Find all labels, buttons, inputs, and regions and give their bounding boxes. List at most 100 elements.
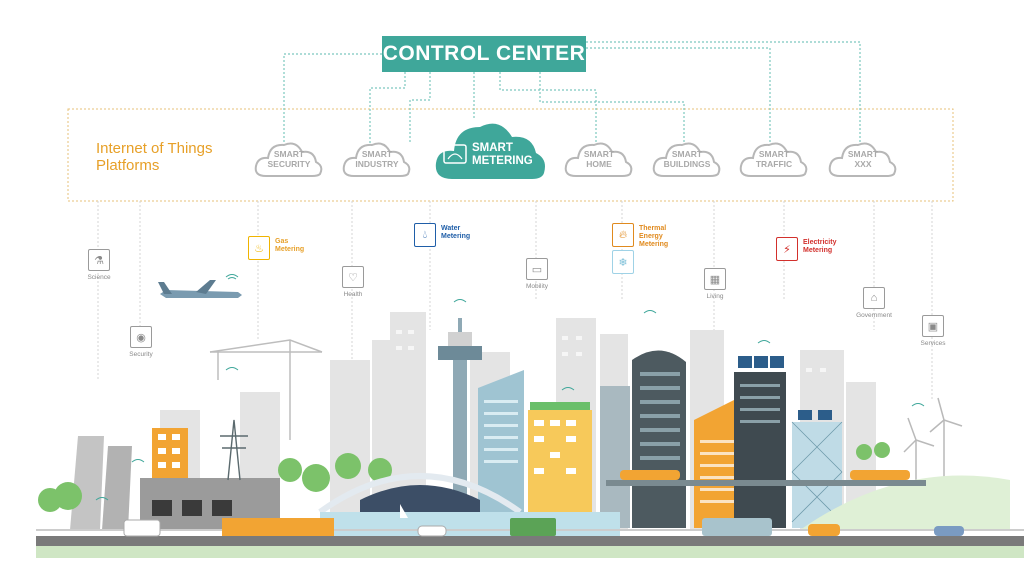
building-icon: ▦ — [704, 268, 726, 290]
metering-line2: Metering — [441, 233, 471, 240]
bridge-arch — [318, 473, 522, 515]
control-connectors — [283, 41, 861, 143]
service-label: Mobility — [525, 283, 549, 290]
power-pylon — [220, 419, 248, 481]
cloud-line2: INDUSTRY — [355, 159, 399, 169]
cloud-shape — [342, 142, 411, 177]
river — [320, 512, 620, 536]
cloud-shape — [828, 142, 897, 177]
grey-building — [600, 386, 630, 528]
observation-tower — [438, 318, 482, 508]
cloud-line1: SMART — [758, 149, 790, 159]
service-security[interactable]: ◉ Security — [126, 326, 156, 358]
control-center-label: CONTROL CENTER — [382, 42, 586, 65]
metering-line1: Electricity — [803, 239, 837, 246]
dark-tower — [632, 350, 686, 528]
cloud-line2: BUILDINGS — [663, 159, 711, 169]
trees — [38, 442, 890, 512]
metering-line1: Thermal — [639, 225, 667, 232]
service-services[interactable]: ▣ Services — [916, 315, 950, 347]
service-health[interactable]: ♡ Health — [338, 266, 368, 298]
service-mobility[interactable]: ▭ Mobility — [520, 258, 554, 290]
snowflake-icon: ❄ — [612, 250, 634, 274]
tram — [620, 470, 680, 480]
flask-icon: ⚗ — [88, 249, 110, 271]
cloud-shape — [254, 142, 323, 177]
ground — [36, 546, 1024, 558]
cloud-main-line2: METERING — [472, 155, 533, 167]
metering-line1: Water — [441, 225, 461, 232]
cloud-line2: XXX — [854, 159, 872, 169]
car-icon: ▭ — [526, 258, 548, 280]
cloud-line1: SMART — [361, 149, 393, 159]
skyline-windows — [396, 330, 826, 372]
service-science[interactable]: ⚗ Science — [84, 249, 114, 281]
solar-tower — [734, 356, 786, 528]
platform-frame — [67, 108, 954, 202]
elevated-rail — [606, 480, 926, 486]
green-hill — [800, 475, 1010, 530]
airplane — [158, 280, 242, 298]
service-living[interactable]: ▦ Living — [700, 268, 730, 300]
smart-meter-icon — [443, 144, 467, 164]
cloud-shape — [739, 142, 808, 177]
cloud-line2: HOME — [586, 159, 612, 169]
diamond-tower — [791, 410, 843, 528]
stadium — [360, 485, 480, 512]
wifi-signals — [95, 274, 925, 501]
iot-platforms-line2: Platforms — [96, 157, 160, 174]
heart-icon: ♡ — [342, 266, 364, 288]
thermal-icons: 🔥︎ ❄ — [612, 223, 634, 274]
glass-tower — [478, 370, 524, 528]
tram-right — [850, 470, 910, 480]
camera-icon: ◉ — [130, 326, 152, 348]
metering-line2: Metering — [275, 246, 305, 253]
service-label: Services — [920, 340, 946, 347]
government-icon: ⌂ — [863, 287, 885, 309]
lightning-icon: ⚡︎ — [776, 237, 798, 261]
water-drop-icon: 💧︎ — [414, 223, 436, 247]
sailboat — [400, 504, 408, 518]
service-label: Science — [87, 274, 111, 281]
control-center-box[interactable]: CONTROL CENTER — [382, 36, 586, 72]
cloud-main-shape — [435, 123, 545, 179]
service-label: Living — [706, 293, 724, 300]
cloud-line2: TRAFFIC — [755, 159, 793, 169]
cloud-line2: SECURITY — [267, 159, 311, 169]
metering-line3: Metering — [639, 241, 669, 248]
road — [36, 536, 1024, 546]
cloud-line1: SMART — [273, 149, 305, 159]
service-label: Health — [343, 291, 363, 298]
service-connectors — [97, 201, 933, 400]
iot-platforms-label: Internet of Things Platforms — [96, 140, 212, 174]
cloud-shape — [652, 142, 721, 177]
construction-crane — [209, 339, 323, 440]
vehicles — [123, 518, 964, 537]
metering-line2: Metering — [803, 247, 833, 254]
cloud-shape — [564, 142, 633, 177]
service-government[interactable]: ⌂ Government — [852, 287, 896, 319]
service-label: Government — [856, 312, 892, 319]
cloud-line1: SMART — [847, 149, 879, 159]
